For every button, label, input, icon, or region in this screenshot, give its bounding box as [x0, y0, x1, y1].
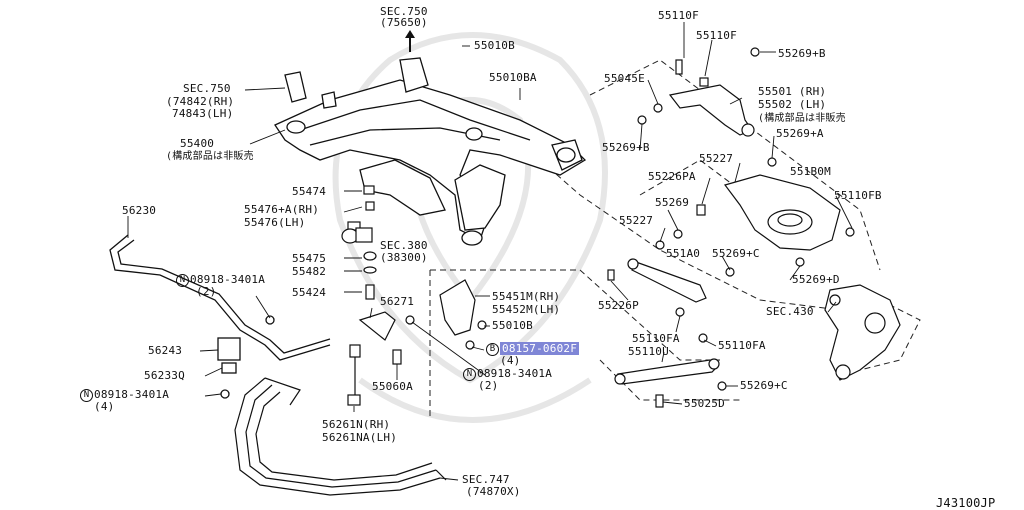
label-55226p[interactable]: 55226P — [598, 299, 639, 312]
label-55045e[interactable]: 55045E — [604, 72, 645, 85]
label-56271[interactable]: 56271 — [380, 295, 415, 308]
heat-shield — [234, 377, 447, 496]
label-55269b-b[interactable]: 55269+B — [602, 141, 650, 154]
label-55451m[interactable]: 55451M(RH) — [492, 290, 561, 303]
note-not-sold-right: (構成部品は非販売 — [758, 113, 846, 124]
label-08918-c-qty: (4) — [94, 400, 115, 413]
label-sec380[interactable]: SEC.380 — [380, 239, 428, 252]
label-55110fb[interactable]: 55110FB — [834, 189, 882, 202]
label-sec747-sub: (74870X) — [466, 485, 521, 498]
label-sec750-left[interactable]: SEC.750 — [183, 82, 231, 95]
label-55025d[interactable]: 55025D — [684, 397, 725, 410]
label-55110fa-b[interactable]: 55110FA — [718, 339, 766, 352]
label-55474[interactable]: 55474 — [292, 185, 327, 198]
label-55226pa[interactable]: 55226PA — [648, 170, 696, 183]
upper-link-assembly — [637, 47, 777, 167]
label-56261na[interactable]: 56261NA(LH) — [322, 431, 398, 444]
toe-link — [614, 333, 727, 408]
label-55010b-top[interactable]: 55010B — [474, 39, 515, 52]
label-55110f-a[interactable]: 55110F — [658, 9, 699, 22]
label-sec750-top-sub: (75650) — [380, 16, 428, 29]
label-08918-a-qty: (2) — [196, 285, 217, 298]
leader-lines — [127, 22, 853, 481]
label-55269-mid[interactable]: 55269 — [655, 196, 690, 209]
stabilizer-links — [347, 279, 487, 406]
label-55269b-a[interactable]: 55269+B — [778, 47, 826, 60]
label-55482[interactable]: 55482 — [292, 265, 327, 278]
label-sec750-top[interactable]: SEC.750 — [380, 5, 428, 18]
lower-arm-assembly — [655, 174, 855, 267]
label-55227-b[interactable]: 55227 — [619, 214, 654, 227]
label-74842[interactable]: (74842(RH) — [166, 95, 235, 108]
label-55269d[interactable]: 55269+D — [792, 273, 840, 286]
label-56243[interactable]: 56243 — [148, 344, 183, 357]
label-56261n[interactable]: 56261N(RH) — [322, 418, 391, 431]
label-08157-qty: (4) — [500, 354, 521, 367]
lateral-link — [607, 258, 735, 317]
arrow-up-icon — [405, 30, 415, 52]
label-55452m[interactable]: 55452M(LH) — [492, 303, 561, 316]
label-55269c-b[interactable]: 55269+C — [740, 379, 788, 392]
label-55475[interactable]: 55475 — [292, 252, 327, 265]
label-74843[interactable]: 74843(LH) — [172, 107, 234, 120]
stabilizer-bar — [109, 234, 331, 399]
label-sec380-sub: (38300) — [380, 251, 428, 264]
label-55110f-b[interactable]: 55110F — [696, 29, 737, 42]
label-551b0m[interactable]: 551B0M — [790, 165, 831, 178]
n-mark-icon: N — [176, 274, 189, 287]
label-56230[interactable]: 56230 — [122, 204, 157, 217]
subframe-crossmember — [274, 57, 587, 246]
label-551a0[interactable]: 551A0 — [666, 247, 701, 260]
b-mark-icon: B — [486, 343, 499, 356]
label-55269a[interactable]: 55269+A — [776, 127, 824, 140]
label-55476a[interactable]: 55476+A(RH) — [244, 203, 320, 216]
knuckle-assembly — [824, 284, 901, 381]
label-55269c-a[interactable]: 55269+C — [712, 247, 760, 260]
small-hardware-left — [341, 185, 377, 300]
label-55400[interactable]: 55400 — [180, 137, 215, 150]
diagram-code: J43100JP — [936, 496, 996, 510]
n-mark-icon: N — [463, 368, 476, 381]
label-55060a[interactable]: 55060A — [372, 380, 413, 393]
label-sec430[interactable]: SEC.430 — [766, 305, 814, 318]
label-08918-b-qty: (2) — [478, 379, 499, 392]
label-55227-a[interactable]: 55227 — [699, 152, 734, 165]
label-55110fa-a[interactable]: 55110FA — [632, 332, 680, 345]
note-not-sold-left: (構成部品は非販売 — [166, 151, 254, 162]
n-mark-icon: N — [80, 389, 93, 402]
label-55010ba[interactable]: 55010BA — [489, 71, 537, 84]
label-55010b-mid[interactable]: 55010B — [492, 319, 533, 332]
label-sec747[interactable]: SEC.747 — [462, 473, 510, 486]
label-55502[interactable]: 55502 (LH) — [758, 98, 827, 111]
label-55424[interactable]: 55424 — [292, 286, 327, 299]
label-56233q[interactable]: 56233Q — [144, 369, 185, 382]
label-55110u[interactable]: 55110U — [628, 345, 669, 358]
label-55476[interactable]: 55476(LH) — [244, 216, 306, 229]
label-55501[interactable]: 55501 (RH) — [758, 85, 827, 98]
